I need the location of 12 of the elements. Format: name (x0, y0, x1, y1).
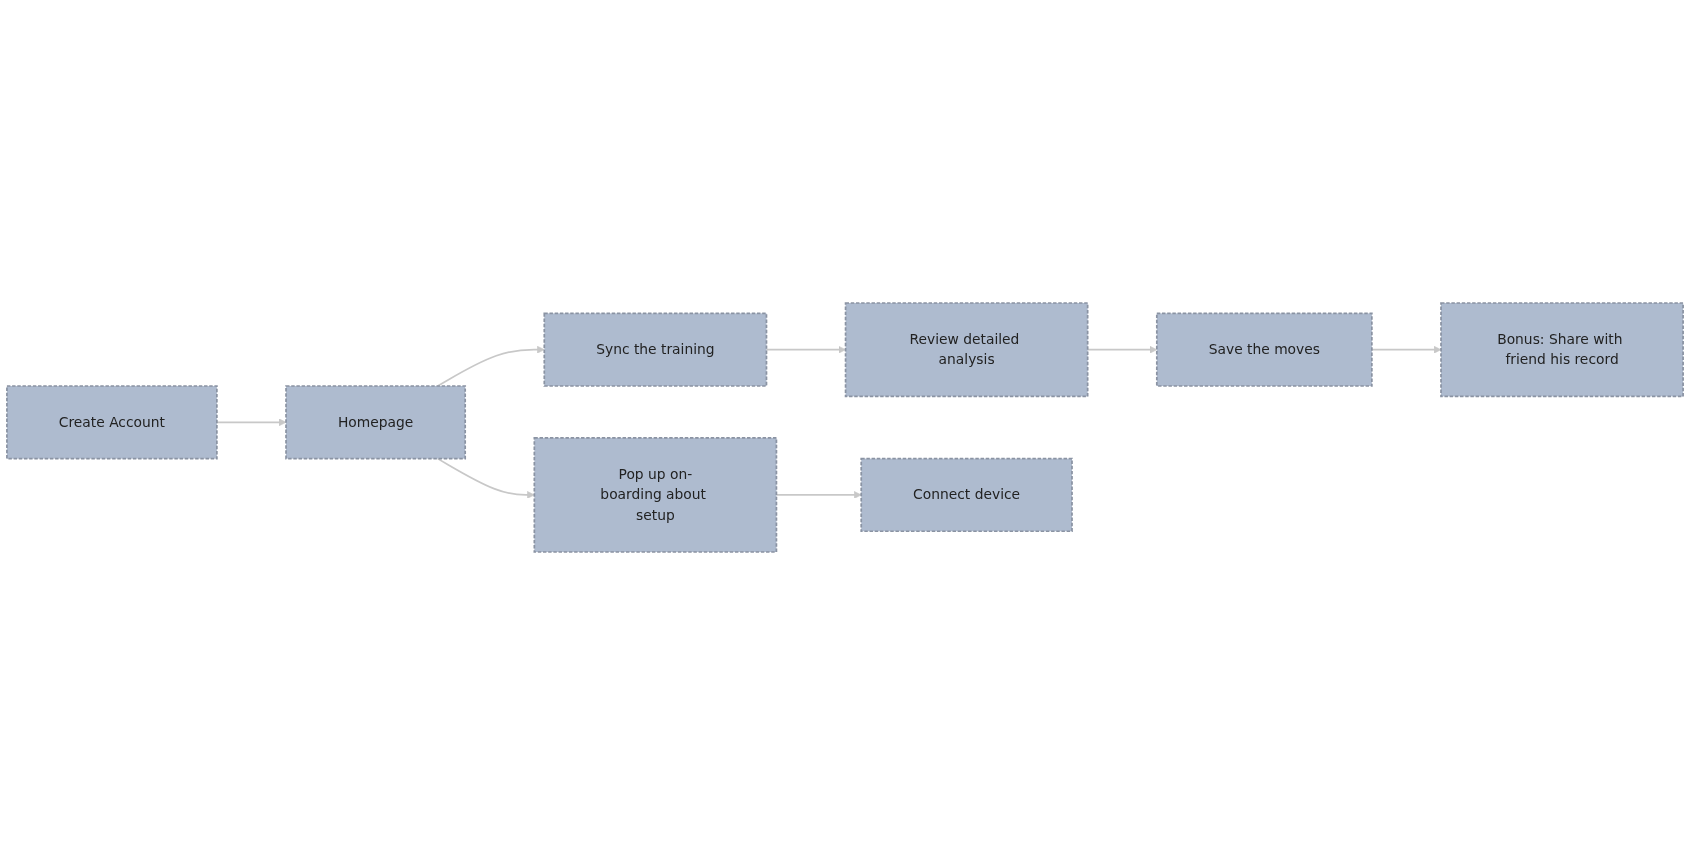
node-box: Homepage (285, 385, 467, 460)
node-box: Connect device (860, 457, 1073, 533)
node-box: Sync the training (543, 312, 768, 387)
arrow (1371, 345, 1442, 354)
node-box: Review detailed analysis (844, 302, 1089, 398)
arrow (436, 345, 545, 387)
arrow (216, 418, 287, 427)
node-box: Bonus: Share with friend his record (1440, 302, 1684, 398)
node-box: Pop up on-boarding about setup (533, 437, 778, 553)
node-box: Save the moves (1155, 312, 1373, 387)
arrow (436, 457, 535, 499)
node-box: Create Account (6, 385, 218, 460)
